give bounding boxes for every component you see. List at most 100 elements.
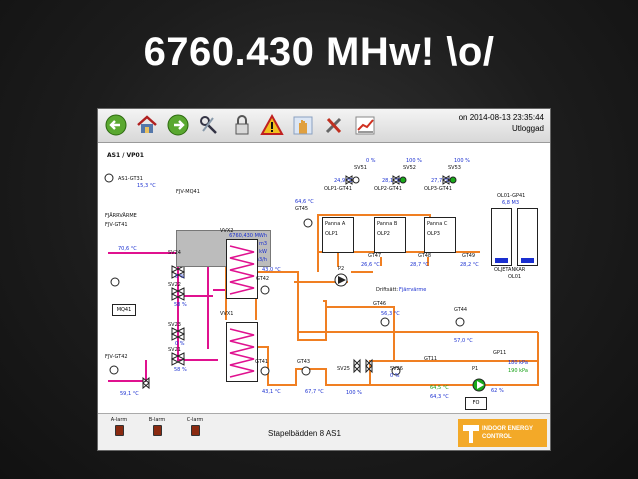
- sv23-label: SV23: [168, 322, 181, 328]
- mq-line-1: 6760,430 MWh: [229, 233, 267, 239]
- alarm-a-label: A-larm: [110, 417, 128, 423]
- logo-mark-icon: [463, 425, 479, 443]
- sv22-value: 58 %: [174, 302, 187, 308]
- drift-value: Fjärrvärme: [399, 287, 427, 293]
- sv23-value: 0 %: [175, 341, 185, 347]
- back-arrow-icon[interactable]: [103, 113, 129, 137]
- gt41-value: 43,1 °C: [262, 389, 281, 395]
- hand-icon[interactable]: [290, 113, 316, 137]
- panna-a-label: Panna A: [325, 221, 346, 227]
- logo-line-1: INDOOR ENERGY: [482, 426, 534, 432]
- p2-label: P2: [338, 266, 345, 272]
- gt44-label: GT44: [454, 307, 468, 313]
- oil-tank-1[interactable]: [491, 208, 512, 266]
- mq41-box[interactable]: MQ41: [112, 304, 136, 316]
- gp11-value-1: 180 kPa: [508, 360, 528, 366]
- sv52-pct: 100 %: [406, 158, 422, 164]
- sv51-label: SV51: [354, 165, 367, 171]
- sv53-label: SV53: [448, 165, 461, 171]
- oljetank-label: OLJETANKAR: [494, 267, 526, 273]
- panna-a-sub: OLP1: [325, 231, 338, 237]
- login-status: Utloggad: [511, 124, 544, 133]
- gt43-label: GT43: [297, 359, 311, 365]
- gt43-value: 67,7 °C: [305, 389, 324, 395]
- tools-icon[interactable]: [196, 113, 222, 137]
- gt45-label: GT45: [295, 206, 309, 212]
- alarm-b-lamp-icon: [152, 425, 162, 436]
- boiler-panna-b[interactable]: Panna B OLP2: [374, 217, 406, 253]
- sv53-pct: 100 %: [454, 158, 470, 164]
- fjv-gt41-value: 70,6 °C: [118, 246, 137, 252]
- home-icon[interactable]: [134, 113, 160, 137]
- slide-title: 6760.430 MHw! \o/: [143, 30, 495, 74]
- sv52-label: SV52: [403, 165, 416, 171]
- sv51-temp: 24,9 °C: [334, 178, 353, 184]
- gt41-label: GT41: [255, 359, 269, 365]
- gt44-value: 57,0 °C: [454, 338, 473, 344]
- gt49-value: 28,2 °C: [460, 262, 479, 268]
- alarm-a[interactable]: A-larm: [104, 417, 134, 436]
- process-diagram: AS1 / VP01 AS1-GT31 15,3 °C FJV-MQ41 676…: [98, 142, 550, 413]
- gt46-label: GT46: [373, 301, 387, 307]
- fjv-gt42-label: FJV-GT42: [105, 354, 128, 360]
- fjv-mq41-label: FJV-MQ41: [176, 189, 200, 195]
- warning-icon[interactable]: [259, 113, 285, 137]
- alarm-c-label: C-larm: [186, 417, 204, 423]
- as1-gt31-value: 15,3 °C: [137, 183, 156, 189]
- olp2-gt41-label: OLP2-GT41: [374, 186, 403, 192]
- bottom-bar: A-larm B-larm C-larm Stapelbädden 8 AS1 …: [98, 413, 550, 450]
- fjv-gt42-value: 59,1 °C: [120, 391, 139, 397]
- sv53-temp: 27,7 °C: [431, 178, 450, 184]
- sv25-label: SV25: [337, 366, 350, 372]
- forward-arrow-icon[interactable]: [165, 113, 191, 137]
- timestamp: on 2014-08-13 23:35:44: [458, 113, 544, 122]
- scada-screen: on 2014-08-13 23:35:44 Utloggad: [97, 108, 551, 451]
- gt42-label: GT42: [256, 276, 270, 282]
- gt47-label: GT47: [368, 253, 382, 259]
- gt49-label: GT49: [462, 253, 476, 259]
- pipe-network: [104, 173, 539, 392]
- gt11-label: GT11: [424, 356, 438, 362]
- panna-b-sub: OLP2: [377, 231, 390, 237]
- oil-tank-2[interactable]: [517, 208, 538, 266]
- sv21-value: 58 %: [174, 367, 187, 373]
- sv22-label: SV22: [168, 282, 181, 288]
- boiler-panna-c[interactable]: Panna C OLP3: [424, 217, 456, 253]
- fjarrvarme-label: FJÄRRVÄRME: [105, 213, 137, 219]
- drift-label: Driftsätt:: [376, 287, 399, 293]
- heat-exchanger-vvx2[interactable]: [226, 239, 258, 299]
- p1-value: 62 %: [491, 388, 504, 394]
- heat-exchanger-vvx1[interactable]: [226, 322, 258, 382]
- diagram-header: AS1 / VP01: [107, 152, 144, 159]
- panna-c-sub: OLP3: [427, 231, 440, 237]
- company-logo: INDOOR ENERGY CONTROL: [458, 419, 547, 447]
- gp11-label: GP11: [493, 350, 507, 356]
- boiler-panna-a[interactable]: Panna A OLP1: [322, 217, 354, 253]
- toolbar: on 2014-08-13 23:35:44 Utloggad: [98, 109, 550, 143]
- sv24-value: 0 %: [175, 274, 185, 280]
- sv52-temp: 28,1 °C: [382, 178, 401, 184]
- oljetank-sub: OL01: [508, 274, 522, 280]
- gt48-label: GT48: [418, 253, 432, 259]
- gp11-value-2: 190 kPa: [508, 368, 528, 374]
- gt47-value: 26,6 °C: [361, 262, 380, 268]
- chart-icon[interactable]: [352, 113, 378, 137]
- sv21-label: SV21: [168, 347, 181, 353]
- gt48-value: 28,7 °C: [410, 262, 429, 268]
- olp1-gt41-label: OLP1-GT41: [324, 186, 353, 192]
- sv51-pct: 0 %: [366, 158, 376, 164]
- logo-line-2: CONTROL: [482, 434, 512, 440]
- alarm-b[interactable]: B-larm: [142, 417, 172, 436]
- sv26-value: 0 %: [390, 373, 400, 379]
- gt11-value-1: 64,5 °C: [430, 385, 449, 391]
- lock-icon[interactable]: [229, 113, 255, 137]
- sv24-label: SV24: [168, 250, 181, 256]
- fo-box[interactable]: FO: [465, 397, 487, 410]
- alarm-c[interactable]: C-larm: [180, 417, 210, 436]
- oljetank-top-value: 6,8 M3: [502, 200, 520, 206]
- as1-gt31-label: AS1-GT31: [118, 176, 143, 182]
- wrench-icon[interactable]: [321, 113, 347, 137]
- fjv-gt41-label: FJV-GT41: [105, 222, 128, 228]
- olp3-gt41-label: OLP3-GT41: [424, 186, 453, 192]
- sv25-value: 100 %: [346, 390, 362, 396]
